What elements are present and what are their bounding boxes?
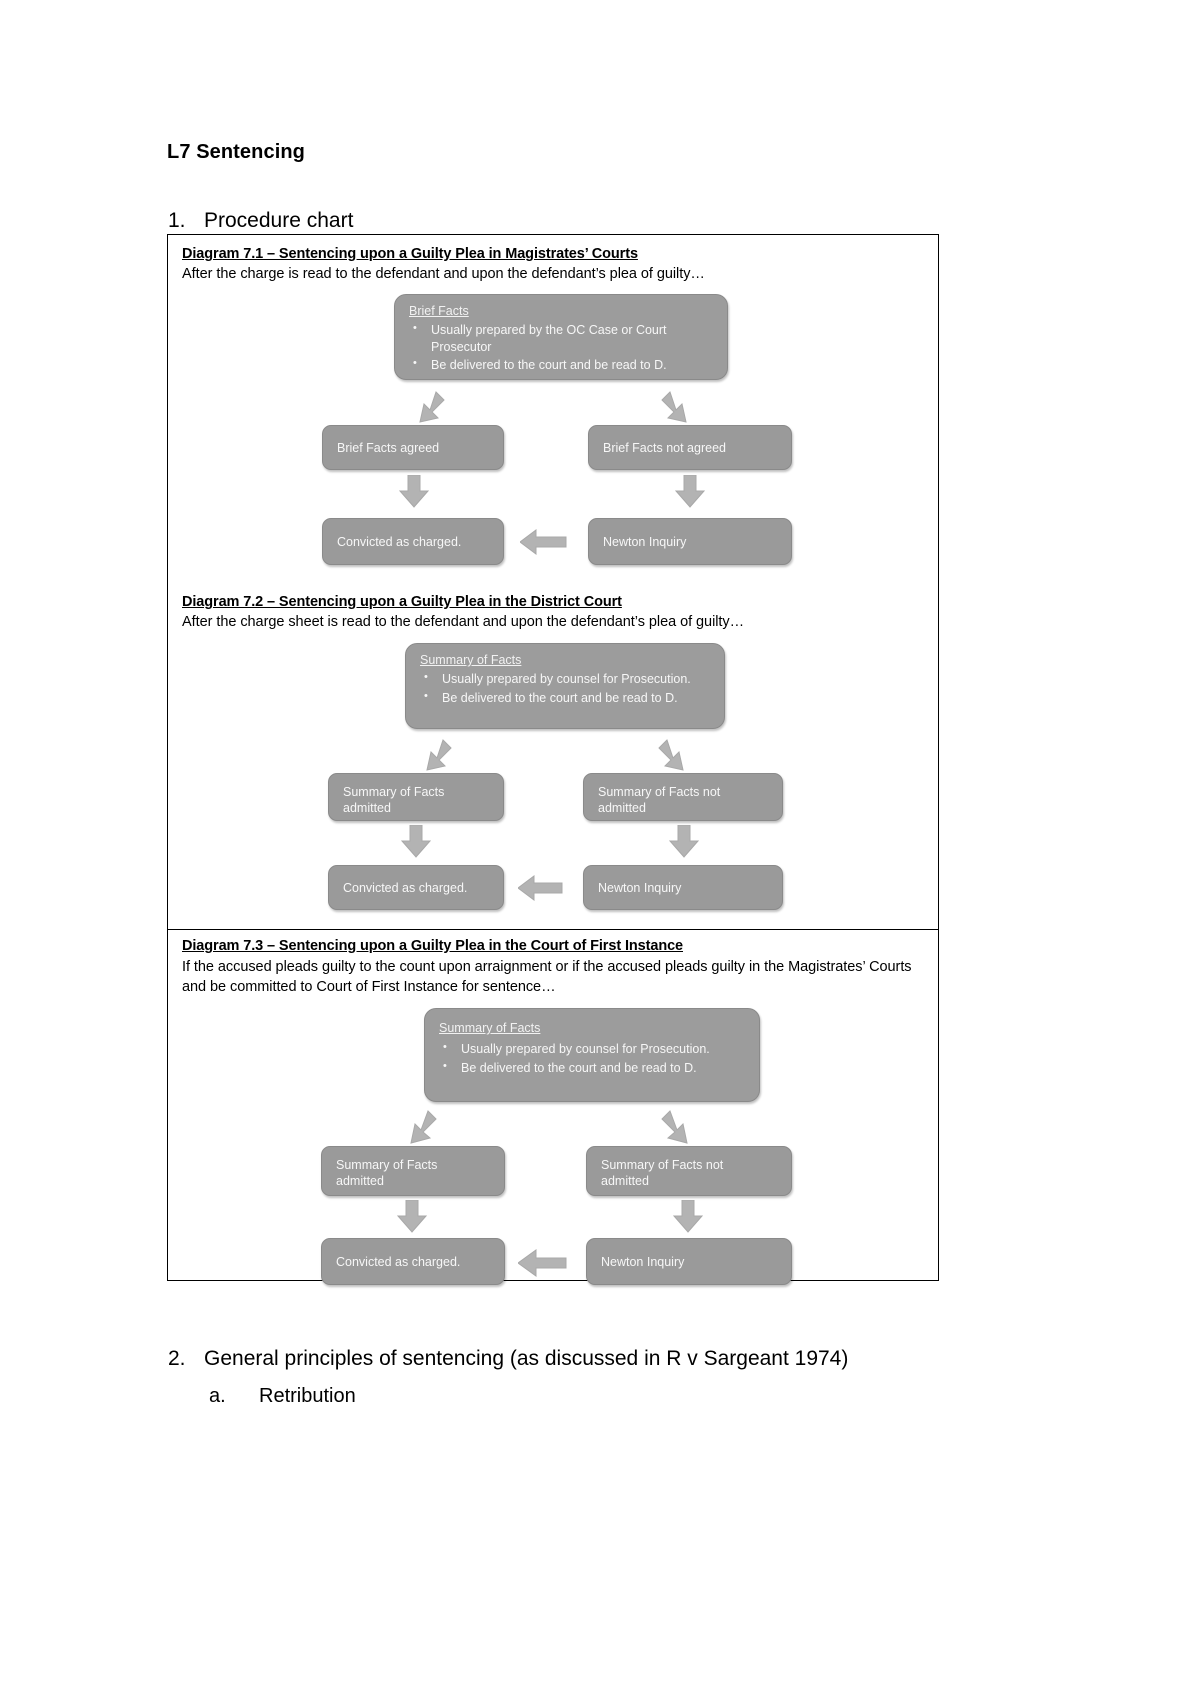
arrow-down-right-icon	[660, 1107, 702, 1149]
subsection-a-number: a.	[209, 1385, 226, 1407]
diagram-7-2-branch-right: Summary of Facts not admitted	[583, 773, 783, 821]
arrow-down-icon	[666, 825, 702, 861]
arrow-down-left-icon	[413, 736, 453, 776]
section-heading-1: 1. Procedure chart	[168, 209, 353, 233]
diagram-7-3-outcome-left: Convicted as charged.	[321, 1238, 505, 1285]
section-2-label: General principles of sentencing (as dis…	[204, 1347, 849, 1370]
diagram-7-1-intro: After the charge is read to the defendan…	[182, 266, 705, 282]
diagram-7-1-title: Diagram 7.1 – Sentencing upon a Guilty P…	[182, 246, 638, 262]
arrow-down-icon	[672, 475, 708, 511]
branch-right-label: Summary of Facts not admitted	[601, 1158, 724, 1189]
diagram-7-2-source-box: Summary of Facts Usually prepared by cou…	[405, 643, 725, 729]
source-box-bullet: Usually prepared by counsel for Prosecut…	[420, 670, 714, 688]
section-1-label: Procedure chart	[204, 209, 354, 232]
source-box-bullet: Be delivered to the court and be read to…	[439, 1059, 749, 1077]
outcome-left-label: Convicted as charged.	[336, 1254, 461, 1269]
outcome-right-label: Newton Inquiry	[603, 534, 687, 549]
branch-right-label: Summary of Facts not admitted	[598, 785, 721, 816]
outcome-right-label: Newton Inquiry	[598, 880, 682, 895]
subsection-a-label: Retribution	[259, 1385, 356, 1407]
diagram-7-3-branch-left: Summary of Facts admitted	[321, 1146, 505, 1196]
diagram-7-2-intro: After the charge sheet is read to the de…	[182, 614, 745, 630]
outcome-left-label: Convicted as charged.	[343, 880, 468, 895]
source-box-bullet: Usually prepared by counsel for Prosecut…	[439, 1040, 749, 1058]
source-box-bullet: Usually prepared by the OC Case or Court…	[409, 321, 717, 355]
arrow-left-icon	[518, 1247, 570, 1279]
procedure-chart-frame: Diagram 7.1 – Sentencing upon a Guilty P…	[167, 234, 939, 1285]
source-box-bullet: Be delivered to the court and be read to…	[409, 356, 717, 374]
diagram-7-3-title: Diagram 7.3 – Sentencing upon a Guilty P…	[182, 938, 683, 954]
source-box-header: Brief Facts	[409, 304, 469, 318]
arrow-down-left-icon	[406, 388, 446, 428]
outcome-right-label: Newton Inquiry	[601, 1254, 685, 1269]
section-heading-2: 2. General principles of sentencing (as d…	[168, 1347, 848, 1371]
outcome-left-label: Convicted as charged.	[337, 534, 462, 549]
diagram-7-3-outcome-right: Newton Inquiry	[586, 1238, 792, 1285]
source-box-header: Summary of Facts	[439, 1021, 541, 1035]
subsection-heading-a: a. Retribution	[209, 1385, 356, 1408]
arrow-down-right-icon	[660, 388, 700, 428]
branch-right-label: Brief Facts not agreed	[603, 440, 726, 455]
branch-left-label: Brief Facts agreed	[337, 440, 440, 455]
diagram-7-2-outcome-left: Convicted as charged.	[328, 865, 504, 910]
diagram-7-3-branch-right: Summary of Facts not admitted	[586, 1146, 792, 1196]
arrow-left-icon	[520, 527, 570, 557]
diagram-divider	[168, 929, 938, 930]
source-box-bullets: Usually prepared by counsel for Prosecut…	[420, 670, 714, 708]
arrow-down-left-icon	[396, 1107, 438, 1149]
arrow-down-icon	[670, 1200, 706, 1236]
arrow-down-icon	[398, 825, 434, 861]
source-box-bullet: Be delivered to the court and be read to…	[420, 689, 714, 707]
arrow-down-icon	[394, 1200, 430, 1236]
branch-left-label: Summary of Facts admitted	[336, 1158, 438, 1189]
diagram-7-1-branch-right: Brief Facts not agreed	[588, 425, 792, 470]
section-2-number: 2.	[168, 1347, 186, 1370]
diagram-7-1-branch-left: Brief Facts agreed	[322, 425, 504, 470]
diagram-7-2-branch-left: Summary of Facts admitted	[328, 773, 504, 821]
arrow-left-icon	[518, 873, 566, 903]
source-box-header: Summary of Facts	[420, 653, 522, 667]
section-1-number: 1.	[168, 209, 186, 232]
source-box-bullets: Usually prepared by counsel for Prosecut…	[439, 1040, 749, 1078]
diagram-7-2-title: Diagram 7.2 – Sentencing upon a Guilty P…	[182, 594, 622, 610]
diagram-7-1-source-box: Brief Facts Usually prepared by the OC C…	[394, 294, 728, 380]
arrow-down-right-icon	[657, 736, 697, 776]
diagram-7-2-outcome-right: Newton Inquiry	[583, 865, 783, 910]
page-title: L7 Sentencing	[167, 141, 305, 163]
diagram-7-3-source-box: Summary of Facts Usually prepared by cou…	[424, 1008, 760, 1102]
branch-left-label: Summary of Facts admitted	[343, 785, 445, 816]
source-box-bullets: Usually prepared by the OC Case or Court…	[409, 321, 717, 376]
arrow-down-icon	[396, 475, 432, 511]
diagram-7-1-outcome-left: Convicted as charged.	[322, 518, 504, 565]
diagram-7-3-intro: If the accused pleads guilty to the coun…	[182, 959, 912, 995]
diagram-7-1-outcome-right: Newton Inquiry	[588, 518, 792, 565]
